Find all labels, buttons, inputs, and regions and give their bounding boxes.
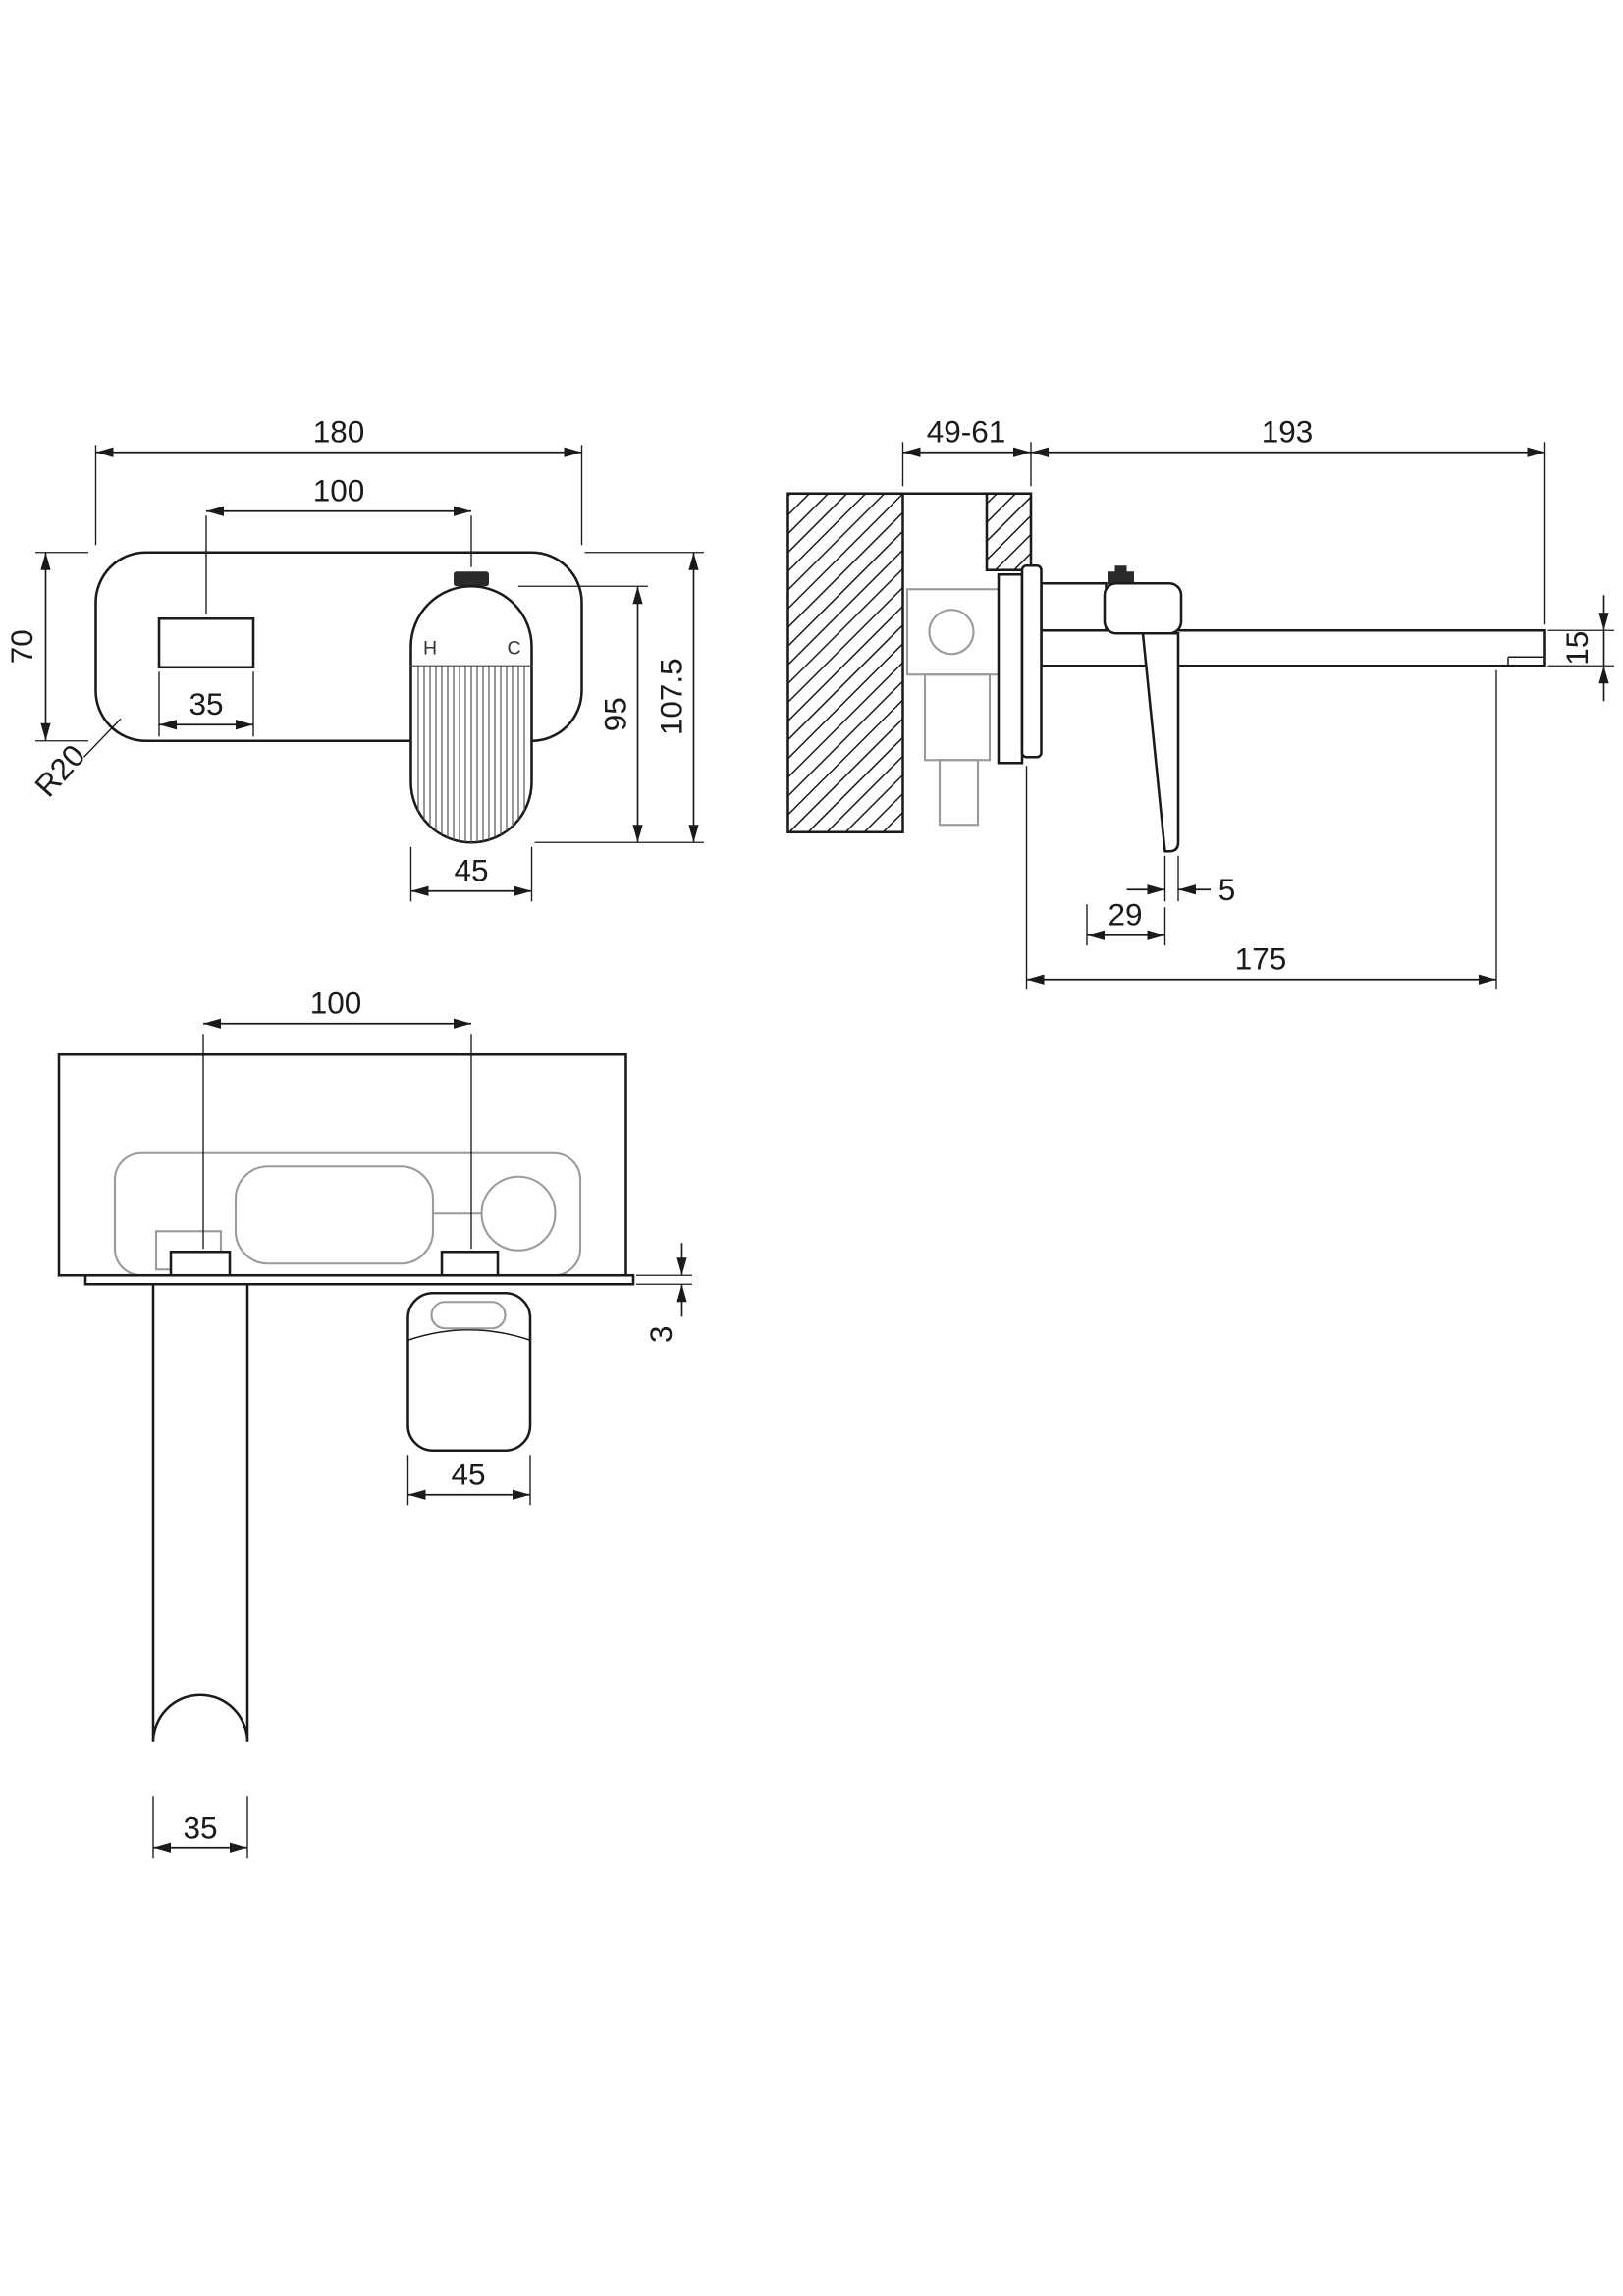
mounting-flange [997,572,1024,765]
handle-arm-side [1103,581,1183,635]
knurl-lines [410,665,532,843]
dim-overall-height: 107.5 [654,658,689,735]
cold-label: C [507,637,520,659]
spout-plan [151,1282,249,1742]
handle-top-cap [454,571,489,587]
dim-spout-projection: 175 [1235,940,1287,976]
dim-handle-height: 95 [598,697,633,731]
side-view: 49-61 193 15 5 29 175 [786,413,1614,990]
dim-wall-depth-range: 49-61 [927,413,1006,449]
dim-handle-tip-thickness: 5 [1218,872,1236,907]
dim-spout-thickness: 15 [1559,631,1595,666]
concealed-valve-body [905,588,1003,827]
spout-base-plan [169,1250,232,1277]
plan-view: 100 3 45 35 [57,985,692,1859]
handle-base-plan [440,1250,500,1277]
handle-lever-side [1141,631,1180,853]
plate-edge-plan [83,1273,635,1286]
dim-spout-width: 35 [189,686,223,721]
handle-plan [406,1291,532,1453]
wall-section-hatch [786,492,904,834]
dim-plan-centres: 100 [310,985,362,1020]
dim-plate-width: 180 [313,413,365,449]
spout-side [1040,628,1546,667]
cartridge-housing [1040,581,1108,632]
hot-label: H [423,637,437,659]
wall-section-hatch-front [985,492,1033,572]
wall-plate-side [1020,563,1043,759]
dim-spout-reach: 193 [1262,413,1314,449]
dim-front-centres: 100 [313,472,365,507]
dim-handle-width: 45 [454,852,488,887]
dim-plan-spout-width: 35 [183,1809,217,1844]
dim-plan-handle-width: 45 [451,1456,485,1491]
dim-plate-height: 70 [4,629,39,664]
spout-face [157,616,255,669]
dim-plate-thickness: 3 [643,1325,678,1343]
dim-handle-offset: 29 [1108,896,1142,932]
dim-corner-radius: R20 [27,737,91,803]
handle-screw-tip [1114,565,1127,573]
front-view: H C 180 100 70 35 45 95 107.5 R20 [4,413,704,902]
handle-screw [1108,571,1134,585]
